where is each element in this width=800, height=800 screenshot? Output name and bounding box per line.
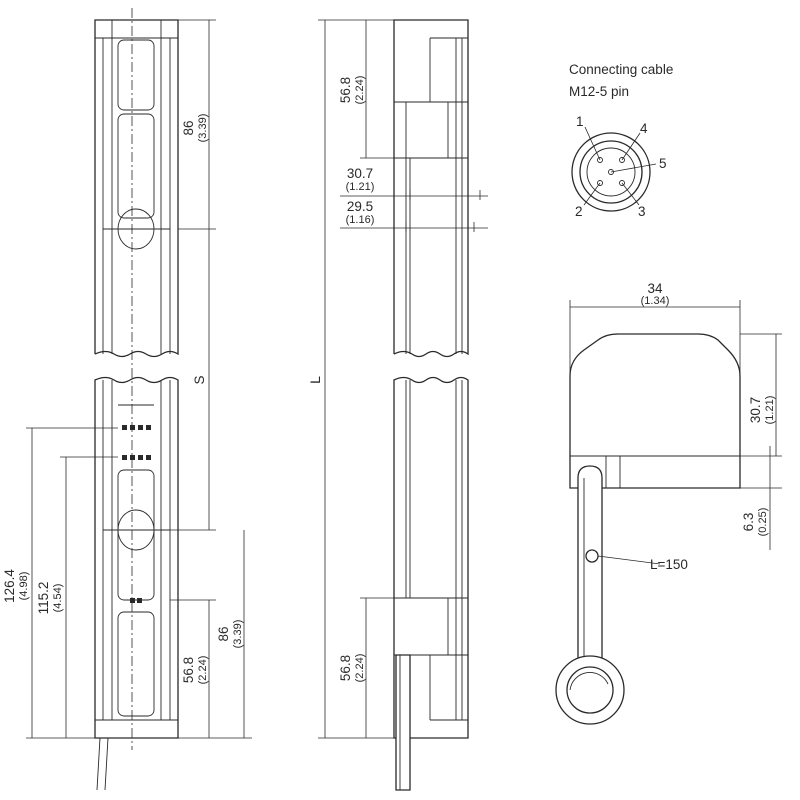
- dim-front-86-top: 86: [181, 120, 196, 135]
- dim-front-115-2: 115.2: [36, 582, 51, 615]
- dim-side-56-8-top: 56.8: [338, 77, 353, 103]
- dim-side-30-7-in: (1.21): [346, 181, 375, 193]
- connector-pin-view: Connecting cable M12-5 pin 1 4 5 2 3: [569, 62, 673, 219]
- dim-front-86-bottom: 86: [216, 626, 231, 641]
- dim-side-56-8-bottom: 56.8: [338, 655, 353, 681]
- pin-3-label: 3: [638, 204, 646, 219]
- dim-end-34-in: (1.34): [641, 295, 670, 307]
- dim-side-30-7: 30.7: [347, 166, 373, 181]
- dim-front-86-bottom-in: (3.39): [232, 620, 244, 649]
- cable-title-line1: Connecting cable: [569, 62, 673, 77]
- dim-end-34: 34: [647, 281, 663, 296]
- dim-front-86-top-in: (3.39): [197, 114, 209, 143]
- dim-side-29-5: 29.5: [347, 199, 373, 214]
- dim-side-56-8-top-in: (2.24): [354, 76, 366, 105]
- pin-2-label: 2: [575, 204, 583, 219]
- dim-side-29-5-in: (1.16): [346, 214, 375, 226]
- end-view: L=150 34 (1.34) 30.7 (1.21) 6.3 (0.25): [555, 281, 782, 725]
- dim-front-126-4: 126.4: [2, 569, 17, 603]
- pin-4-label: 4: [640, 121, 648, 136]
- dim-front-126-4-in: (4.98): [18, 572, 30, 601]
- dim-end-6-3: 6.3: [741, 513, 756, 532]
- front-view: 86 (3.39) S 126.4 (4.98) 115.2 (4.54) 86…: [2, 8, 252, 791]
- pin-1-label: 1: [576, 114, 584, 129]
- dim-end-6-3-in: (0.25): [757, 508, 769, 537]
- led-row-upper: [122, 425, 151, 430]
- dim-front-115-2-in: (4.54): [52, 584, 64, 613]
- dim-end-30-7-in: (1.21): [764, 396, 776, 425]
- dim-side-l: L: [307, 376, 323, 384]
- cable-title-line2: M12-5 pin: [569, 84, 629, 99]
- side-view: L 56.8 (2.24) 30.7 (1.21) 29.5 (1.16) 56…: [307, 19, 488, 791]
- dim-end-30-7: 30.7: [748, 397, 763, 423]
- dim-front-56-8: 56.8: [181, 657, 196, 683]
- dim-front-56-8-in: (2.24): [197, 656, 209, 685]
- dim-front-s: S: [192, 375, 207, 384]
- pin-5-label: 5: [659, 156, 667, 171]
- dim-side-56-8-bottom-in: (2.24): [354, 654, 366, 683]
- led-row-lower: [122, 455, 151, 460]
- cable-length-label: L=150: [650, 557, 688, 572]
